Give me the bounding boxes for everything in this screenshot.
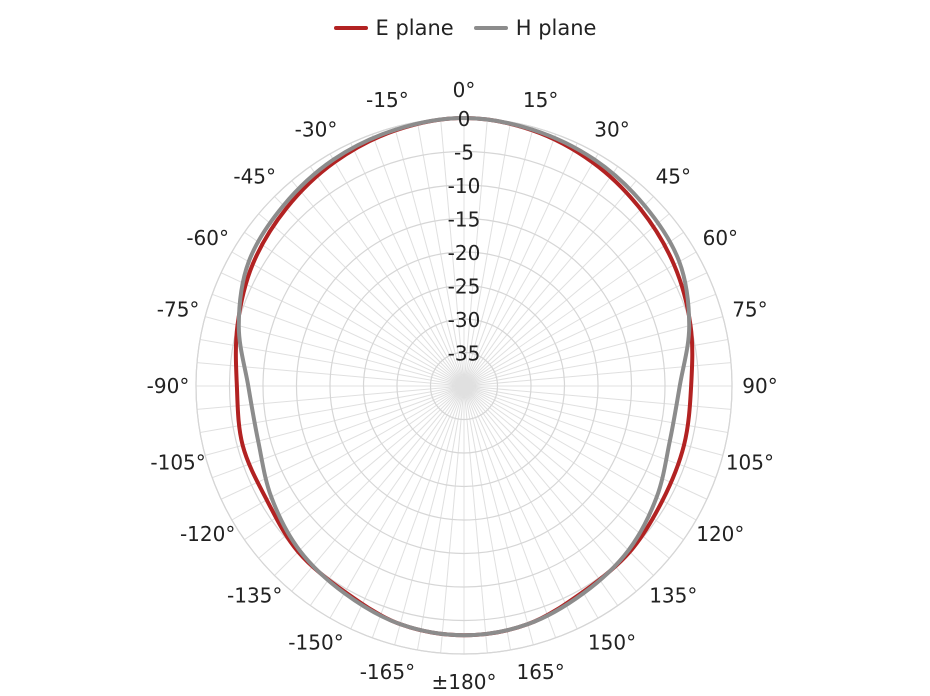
series-layer [233, 116, 695, 638]
angle-tick-label: 165° [517, 660, 565, 684]
grid-ring [228, 150, 700, 622]
angle-tick-label: -135° [227, 583, 282, 607]
series-line-h-plane [236, 116, 692, 638]
radial-tick-label: -5 [454, 141, 474, 165]
radial-tick-label: -25 [448, 275, 481, 299]
angle-tick-label: 0° [453, 78, 476, 102]
radial-tick-label: 0 [458, 107, 471, 131]
grid-ring [429, 351, 499, 421]
radial-tick-label: -10 [448, 174, 481, 198]
legend-label-e-plane: E plane [375, 16, 454, 40]
angle-tick-label: -105° [150, 451, 205, 475]
angle-tick-label: 120° [696, 522, 744, 546]
radial-tick-label: -15 [448, 208, 481, 232]
angle-tick-label: -75° [157, 297, 200, 321]
polar-grid [195, 117, 733, 655]
angle-tick-label: -150° [288, 630, 343, 654]
grid-ring [295, 217, 633, 555]
legend-label-h-plane: H plane [515, 16, 597, 40]
angle-tick-label: -60° [186, 226, 229, 250]
grid-ring [329, 251, 599, 521]
grid-ring [362, 284, 566, 488]
angle-tick-label: ±180° [432, 670, 497, 694]
angle-tick-label: 60° [703, 226, 738, 250]
legend: E plane H plane [0, 16, 930, 40]
angle-tick-label: 90° [742, 374, 777, 398]
radial-tick-label: -20 [448, 241, 481, 265]
grid-ring [396, 318, 532, 454]
legend-item-e-plane[interactable]: E plane [333, 16, 454, 40]
radial-tick-label: -35 [448, 342, 481, 366]
angle-tick-label: -90° [147, 374, 190, 398]
radial-tick-label: -30 [448, 308, 481, 332]
angle-tick-label: 105° [726, 451, 774, 475]
radial-tick-labels: 0 -5 -10 -15 -20 -25 -30 -35 [448, 107, 481, 366]
angle-tick-label: 75° [732, 297, 767, 321]
angle-tick-label: -30° [295, 118, 338, 142]
legend-swatch-e-plane [333, 26, 368, 30]
angle-tick-label: 45° [656, 165, 691, 189]
angle-tick-label: 30° [594, 118, 629, 142]
angle-tick-labels: 0° 15° 30° 45° 60° 75° 90° 105° 120° 135° 150° 165°… [147, 78, 778, 694]
legend-item-h-plane[interactable]: H plane [473, 16, 597, 40]
legend-swatch-h-plane [473, 26, 508, 30]
angle-tick-label: 15° [523, 88, 558, 112]
angle-tick-label: -15° [366, 88, 409, 112]
angle-tick-label: -165° [360, 660, 415, 684]
grid-ring [262, 184, 666, 588]
angle-tick-label: -120° [180, 522, 235, 546]
angle-tick-label: 150° [588, 630, 636, 654]
angle-tick-label: 135° [649, 583, 697, 607]
angle-tick-label: -45° [233, 165, 276, 189]
